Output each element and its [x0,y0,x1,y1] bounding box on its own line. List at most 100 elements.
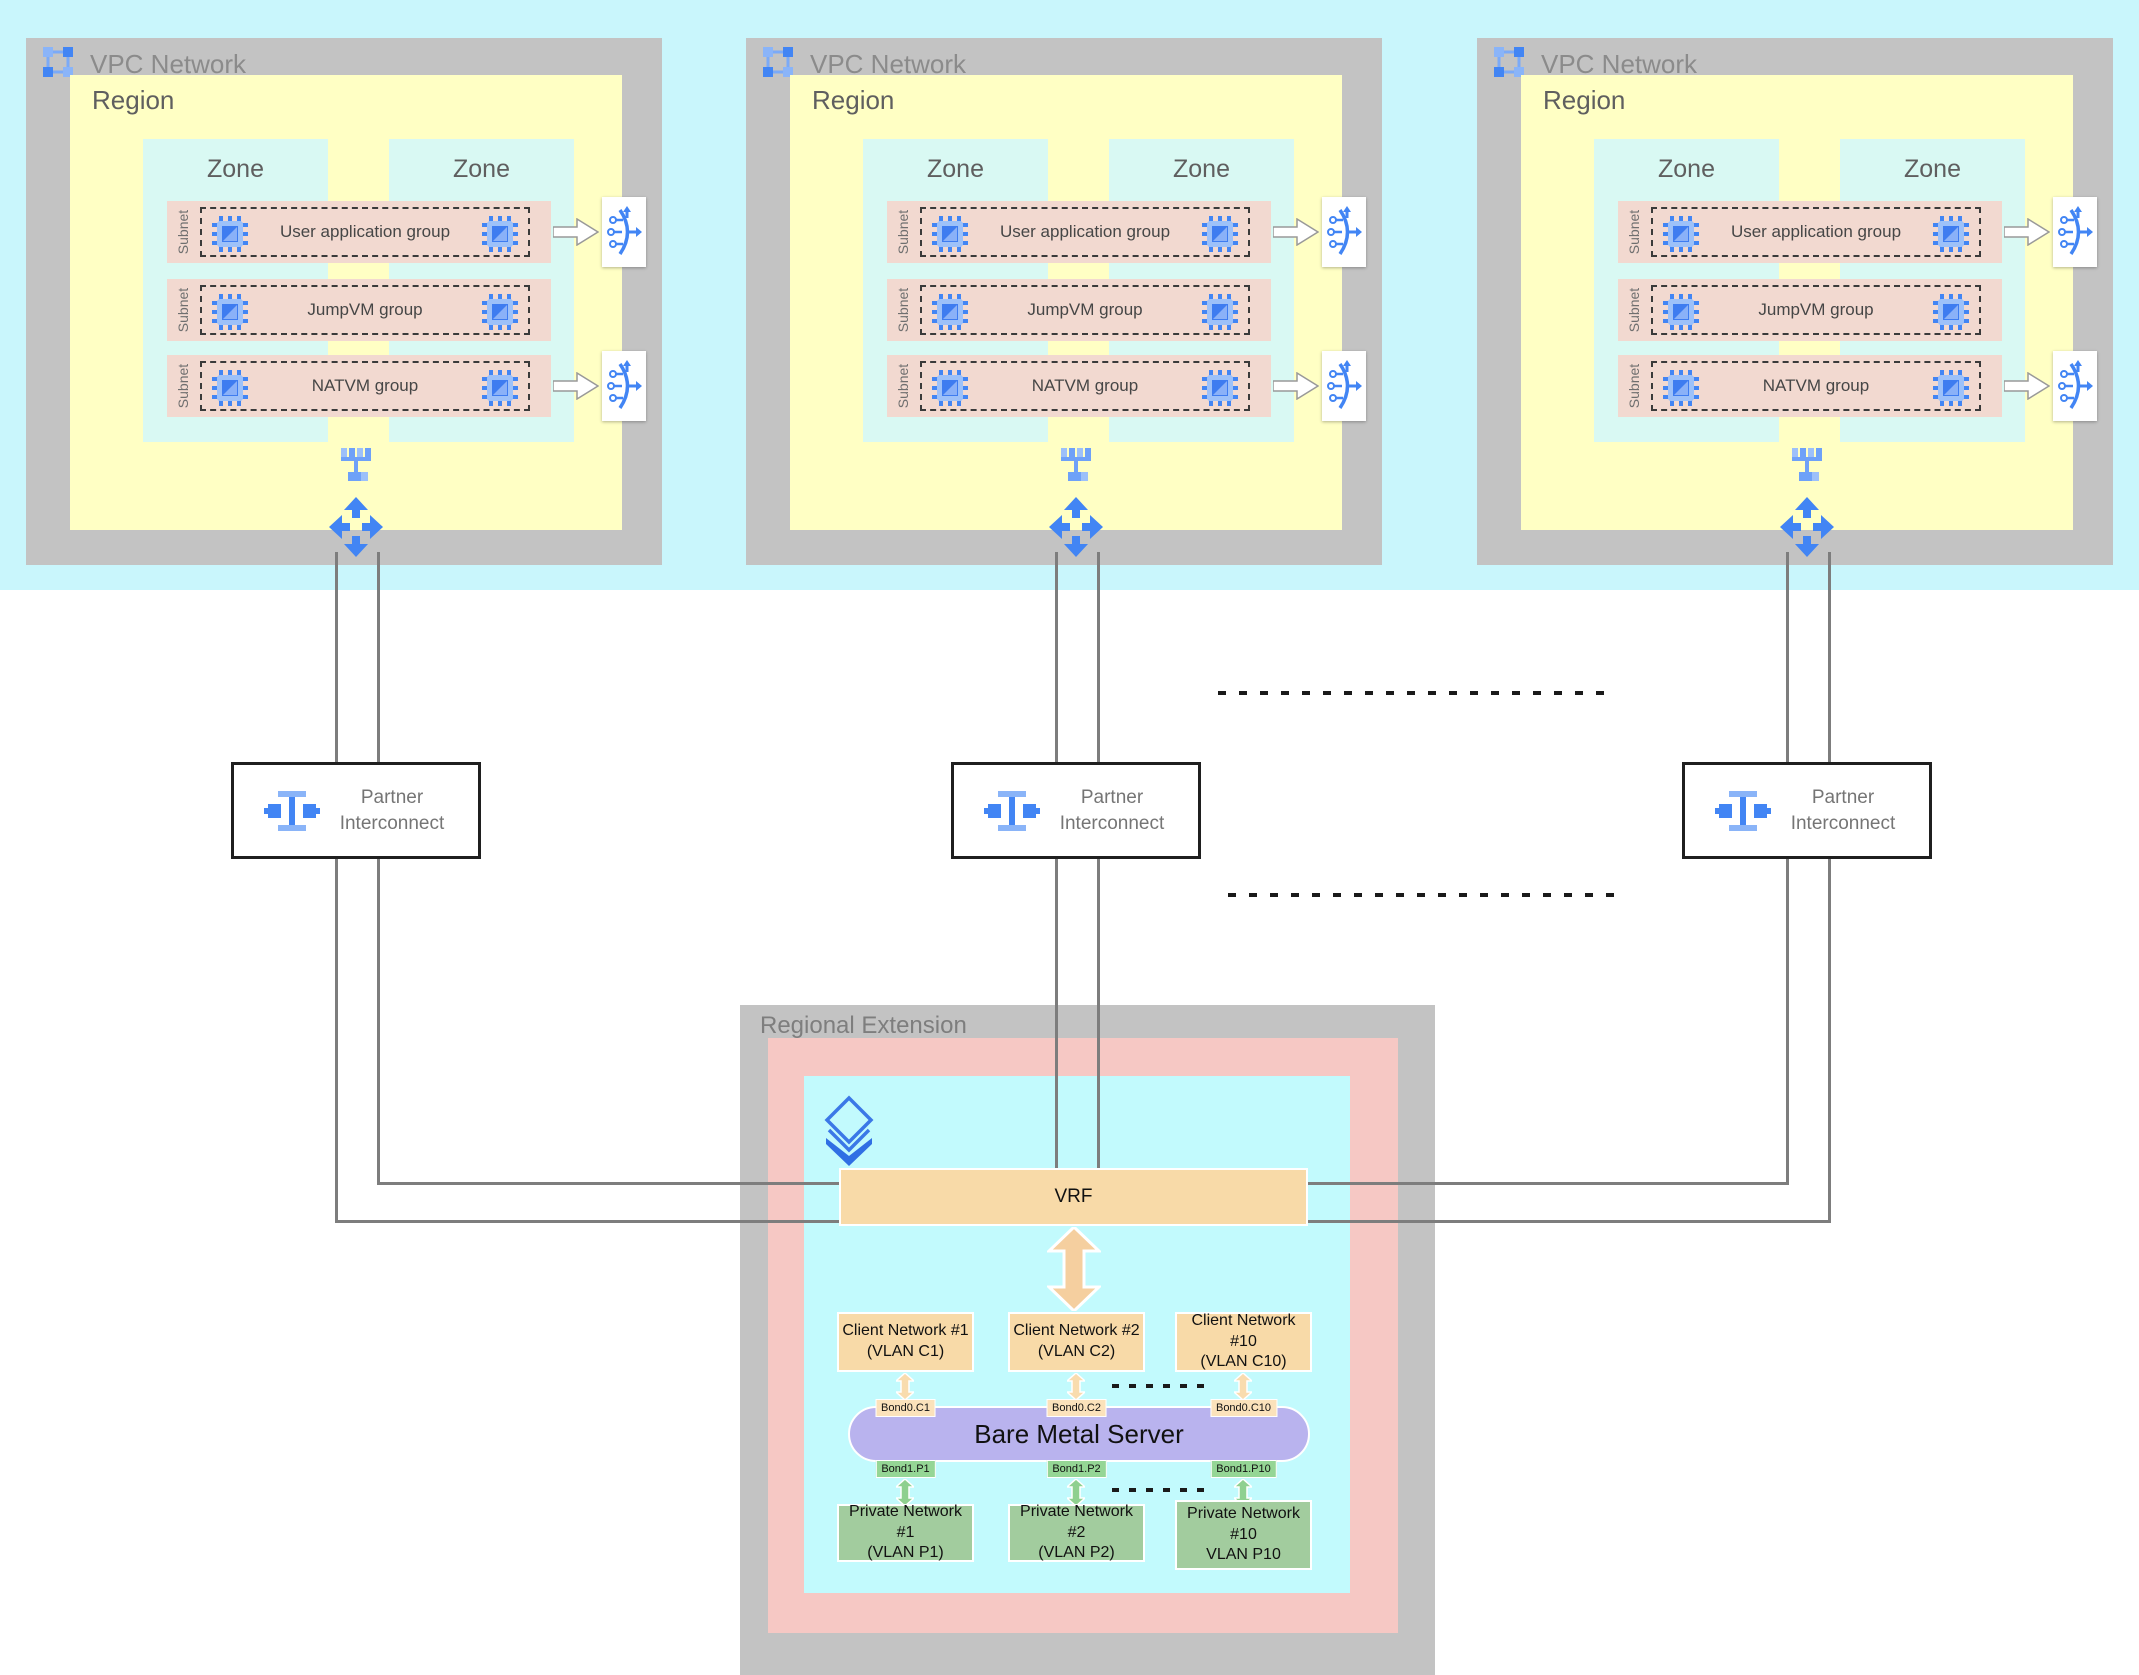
vpc-network-title: VPC Network [90,49,247,79]
load-balancer-icon [2053,351,2097,421]
zone-title: Zone [453,155,510,183]
partner-interconnect-label: Partner Interconnect [339,786,445,834]
vm-group-box: JumpVM group [200,285,530,335]
vpc-network-block: VPC Network Region Zone Zone Subnet User… [26,38,662,565]
compute-vm-icon [1663,216,1699,257]
network-column: Client Network #1 (VLAN C1) Bond0.C1 Bon… [837,1312,974,1572]
partner-interconnect-box: Partner Interconnect [231,762,481,859]
connector-line [335,552,338,1223]
private-network-box: Private Network #2 (VLAN P2) [1008,1502,1145,1562]
compute-vm-icon [1663,370,1699,411]
compute-vm-icon [1933,294,1969,335]
compute-vm-icon [1933,216,1969,257]
load-balancer-icon [1322,197,1366,267]
private-network-box: Private Network #1 (VLAN P1) [837,1502,974,1562]
connector-line [1308,1182,1789,1185]
subnet-row: Subnet JumpVM group [1618,279,2002,341]
client-network-name: Client Network #2 [1013,1322,1140,1340]
partner-interconnect-box: Partner Interconnect [1682,762,1932,859]
private-network-name: Private Network #1 [849,1502,962,1541]
compute-vm-icon [932,216,968,257]
egress-arrow [552,217,600,247]
partner-interconnect-box: Partner Interconnect [951,762,1201,859]
connector-line [335,1220,839,1223]
connector-line [377,552,380,1185]
interconnect-icon [264,787,320,835]
compute-vm-icon [1202,216,1238,257]
vpc-network-header: VPC Network [762,46,966,83]
subnet-row: Subnet User application group [887,201,1271,263]
client-network-name: Client Network #10 [1191,1311,1296,1350]
regional-extension-title: Regional Extension [760,1012,967,1039]
compute-vm-icon [212,294,248,335]
vm-group-box: NATVM group [200,361,530,411]
private-network-vlan: (VLAN P2) [1038,1544,1115,1562]
connector-line [377,1182,839,1185]
client-network-box: Client Network #10 (VLAN C10) [1175,1312,1312,1372]
client-network-vlan: (VLAN C1) [866,1343,945,1360]
subnet-row: Subnet User application group [167,201,551,263]
region-box: Region Zone Zone Subnet User application… [70,75,646,530]
vm-group-label: NATVM group [311,376,419,395]
vm-group-label: JumpVM group [1027,300,1143,319]
load-balancer-icon [1322,351,1366,421]
vm-group-label: User application group [1730,222,1902,241]
network-switch-icon [1060,448,1094,491]
vm-group-box: NATVM group [1651,361,1981,411]
private-network-box: Private Network #10 VLAN P10 [1175,1500,1312,1570]
region-inner: Zone Zone Subnet User application group … [1521,75,2097,530]
partner-interconnect-label: Partner Interconnect [1059,786,1165,834]
dotted-separator [1112,1384,1208,1388]
vm-group-box: JumpVM group [1651,285,1981,335]
network-column: Client Network #2 (VLAN C2) Bond0.C2 Bon… [1008,1312,1145,1572]
vpc-network-icon [42,46,74,83]
client-network-box: Client Network #2 (VLAN C2) [1008,1312,1145,1372]
bond-interface-label: Bond0.C1 [875,1399,936,1417]
client-network-name: Client Network #1 [842,1322,969,1340]
compute-vm-icon [212,216,248,257]
private-network-name: Private Network #2 [1020,1502,1133,1541]
connector-line [1055,552,1058,1168]
vm-group-box: JumpVM group [920,285,1250,335]
subnet-row: Subnet JumpVM group [167,279,551,341]
compute-vm-icon [1933,370,1969,411]
vm-group-label: User application group [999,222,1171,241]
subnet-row: Subnet User application group [1618,201,2002,263]
zone-title: Zone [1173,155,1230,183]
region-title: Region [812,85,895,115]
bond-interface-label: Bond1.P10 [1210,1460,1277,1478]
private-network-vlan: (VLAN P1) [867,1544,944,1562]
vm-group-box: User application group [1651,207,1981,257]
vpc-network-icon [1493,46,1525,83]
network-switch-icon [1791,448,1825,491]
subnet-row: Subnet JumpVM group [887,279,1271,341]
connector-line [1786,552,1789,1185]
connector-line [1097,552,1100,1168]
vrf-box: VRF [839,1168,1308,1226]
dotted-separator [1112,1488,1208,1492]
compute-vm-icon [1663,294,1699,335]
region-inner: Zone Zone Subnet User application group … [70,75,646,530]
compute-vm-icon [482,294,518,335]
compute-vm-icon [932,370,968,411]
compute-vm-icon [482,370,518,411]
cloud-router-icon [329,497,383,562]
compute-vm-icon [482,216,518,257]
client-network-vlan: (VLAN C2) [1037,1343,1116,1360]
bond-interface-label: Bond0.C10 [1209,1399,1278,1417]
zone-title: Zone [927,155,984,183]
vm-group-label: User application group [279,222,451,241]
load-balancer-icon [602,197,646,267]
vpc-network-icon [762,46,794,83]
vpc-network-title: VPC Network [810,49,967,79]
zone-title: Zone [1904,155,1961,183]
subnet-row: Subnet NATVM group [887,355,1271,417]
region-title: Region [92,85,175,115]
vm-group-label: JumpVM group [307,300,423,319]
compute-vm-icon [1202,370,1238,411]
network-column: Client Network #10 (VLAN C10) Bond0.C10 … [1175,1312,1312,1572]
vm-group-box: User application group [200,207,530,257]
subnet-row: Subnet NATVM group [1618,355,2002,417]
zone-title: Zone [207,155,264,183]
vpc-network-block: VPC Network Region Zone Zone Subnet User… [746,38,1382,565]
